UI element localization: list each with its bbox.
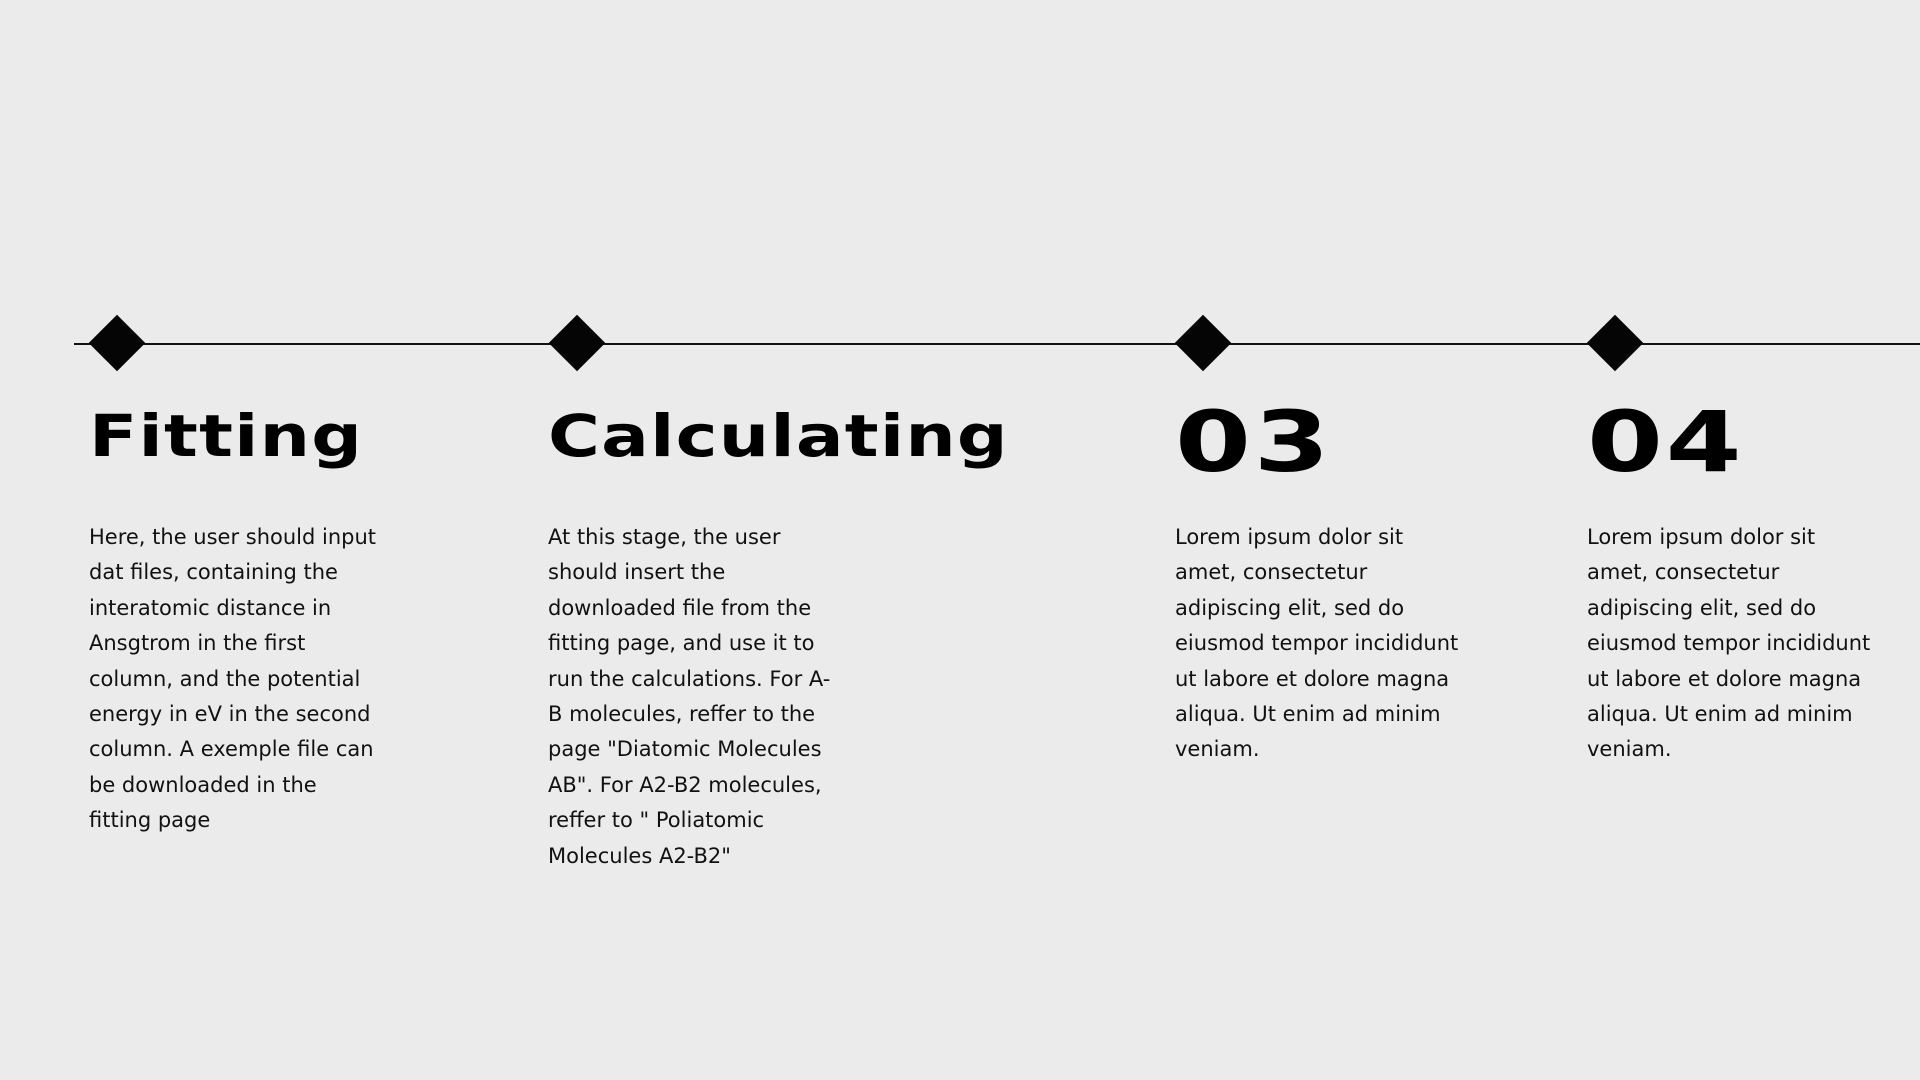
timeline-line [74,343,1920,345]
step-number: 03 [1175,393,1333,491]
step-description: Lorem ipsum dolor sit amet, consectetur … [1587,525,1871,762]
step-number: 04 [1587,393,1745,491]
step-description: Lorem ipsum dolor sit amet, consectetur … [1175,525,1459,762]
step-title: Fitting [89,402,364,470]
step-description: At this stage, the user should insert th… [548,525,831,868]
step-title: Calculating [548,402,1009,470]
diamond-icon [88,314,146,372]
diamond-icon [1586,314,1644,372]
diamond-icon [1174,314,1232,372]
diamond-icon [548,314,606,372]
step-description: Here, the user should input dat files, c… [89,525,377,833]
